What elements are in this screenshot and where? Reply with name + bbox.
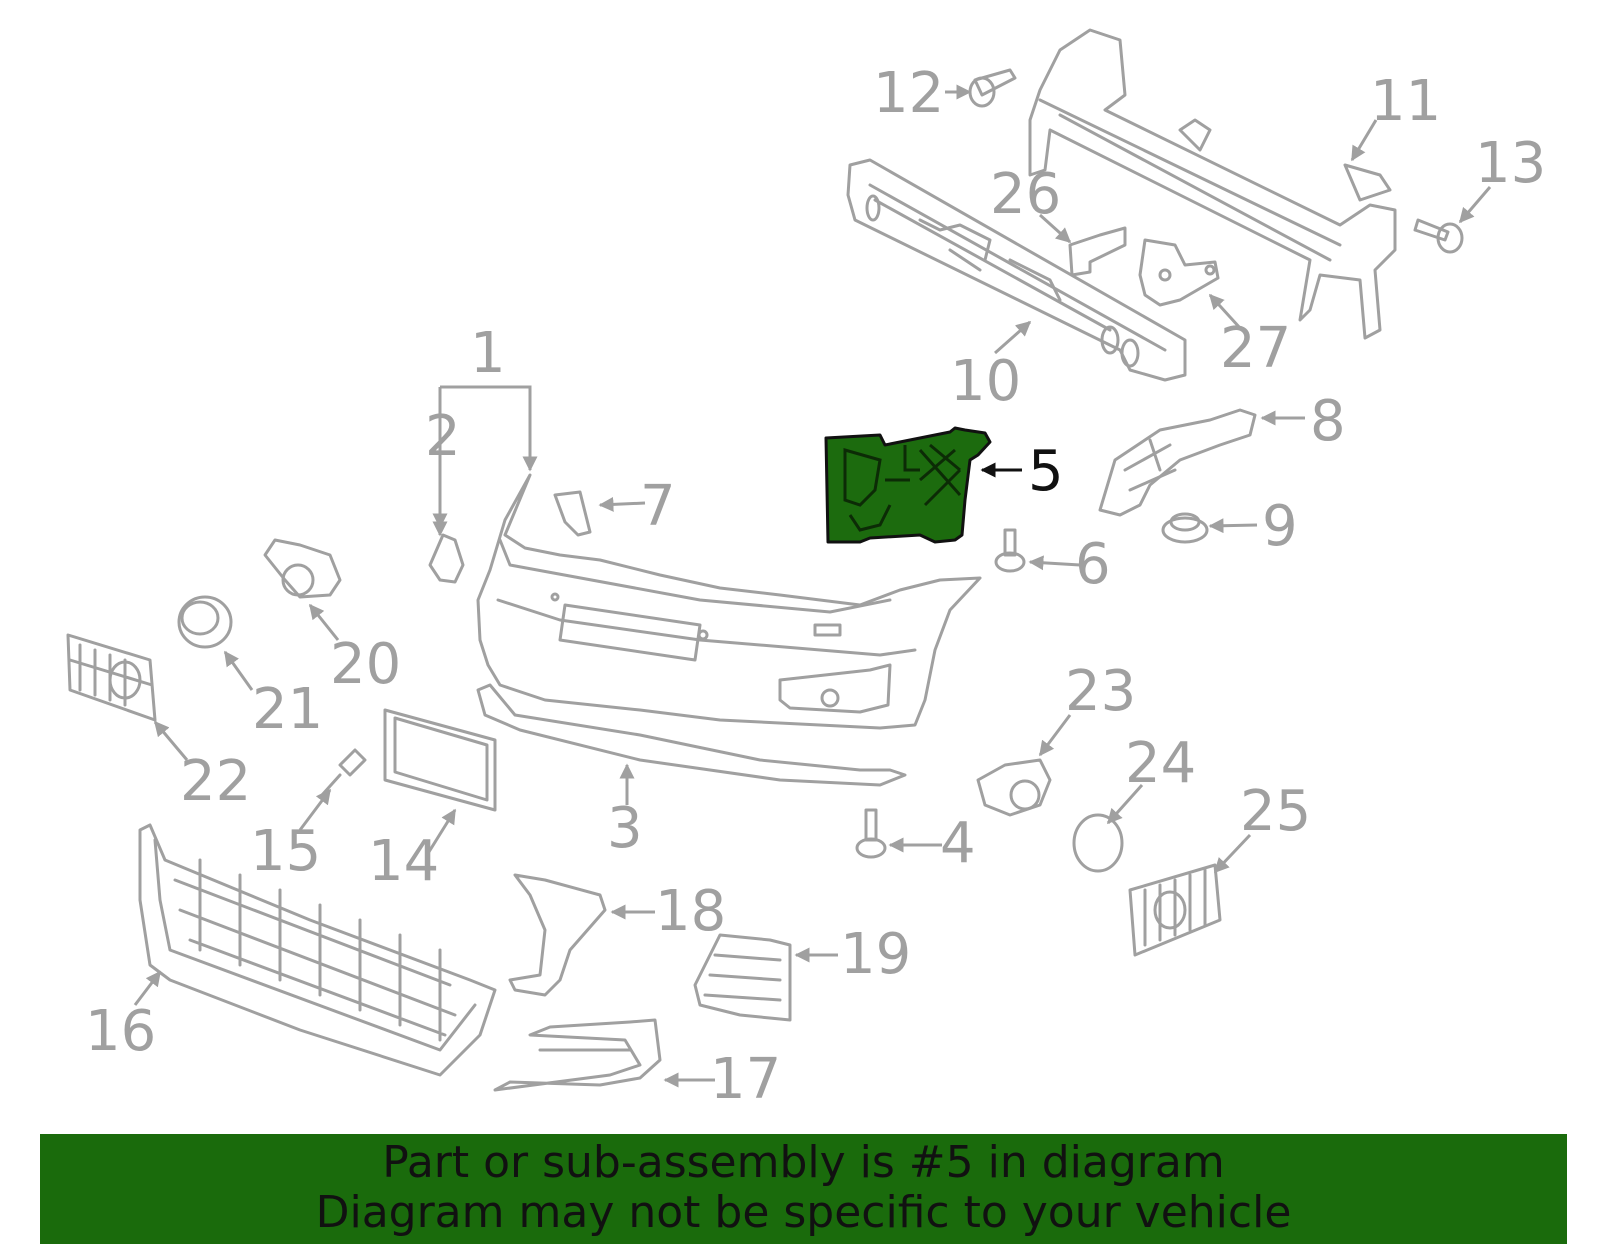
callout-3: 3 [607,796,643,861]
callout-12: 12 [873,61,944,126]
callout-9: 9 [1262,494,1298,559]
callout-8: 8 [1310,389,1346,454]
part-9-clip-nut[interactable] [1161,512,1209,544]
part-11-reinforcement-bar[interactable] [1028,28,1397,340]
callout-15: 15 [250,819,321,884]
info-banner: Part or sub-assembly is #5 in diagram Di… [40,1134,1567,1244]
part-16-grille[interactable] [138,823,497,1077]
part-8-side-guide[interactable] [1098,408,1257,517]
callout-24: 24 [1125,731,1196,796]
banner-line-1: Part or sub-assembly is #5 in diagram [382,1137,1225,1188]
part-25-sensor-bracket[interactable] [1128,863,1222,957]
part-15-push-pin[interactable] [320,748,367,797]
part-22-sensor-bracket[interactable] [66,633,157,722]
callout-7: 7 [640,474,676,539]
part-10-impact-absorber[interactable] [846,158,1187,382]
callout-1: 1 [470,321,506,386]
part-5-bracket-highlighted[interactable] [824,426,992,544]
part-1-bumper-cover[interactable] [476,473,982,730]
part-14-license-plate-bracket[interactable] [383,708,497,812]
callout-17: 17 [710,1047,781,1112]
callout-23: 23 [1065,659,1136,724]
callout-11: 11 [1370,69,1441,134]
callout-19: 19 [840,922,911,987]
callout-10: 10 [950,349,1021,414]
callout-18: 18 [655,879,726,944]
banner-line-2: Diagram may not be specific to your vehi… [315,1187,1292,1238]
callout-26: 26 [990,162,1061,227]
callout-20: 20 [330,632,401,697]
part-4-screw[interactable] [855,808,887,859]
callout-25: 25 [1240,779,1311,844]
part-27-bracket[interactable] [1138,238,1220,307]
callout-14: 14 [368,829,439,894]
callout-16: 16 [85,999,156,1064]
callout-labels: 1 2 3 4 5 6 7 8 9 10 11 12 13 14 15 16 1… [85,61,1546,1112]
callout-2: 2 [425,404,461,469]
part-18-bracket[interactable] [508,873,607,997]
part-21-sensor-ring[interactable] [177,595,233,649]
part-24-sensor-ring[interactable] [1072,813,1124,873]
callout-21: 21 [252,677,323,742]
part-3-lower-spoiler[interactable] [476,683,907,787]
part-26-bracket[interactable] [1068,226,1127,277]
part-17-trim[interactable] [493,1018,662,1092]
callout-22: 22 [180,749,251,814]
callout-5: 5 [1028,439,1064,504]
callout-6: 6 [1075,532,1111,597]
leader-lines [133,84,1492,1088]
part-2-cap[interactable] [428,533,465,584]
callout-4: 4 [940,811,976,876]
part-23-parking-sensor[interactable] [976,758,1052,817]
part-12-bolt[interactable] [968,68,1017,108]
callout-13: 13 [1475,131,1546,196]
callout-27: 27 [1220,316,1291,381]
part-20-parking-sensor[interactable] [263,538,342,599]
part-13-bolt[interactable] [1413,218,1464,254]
part-19-fog-trim[interactable] [693,933,792,1022]
part-7-clip[interactable] [553,490,592,537]
part-6-screw[interactable] [994,528,1026,573]
